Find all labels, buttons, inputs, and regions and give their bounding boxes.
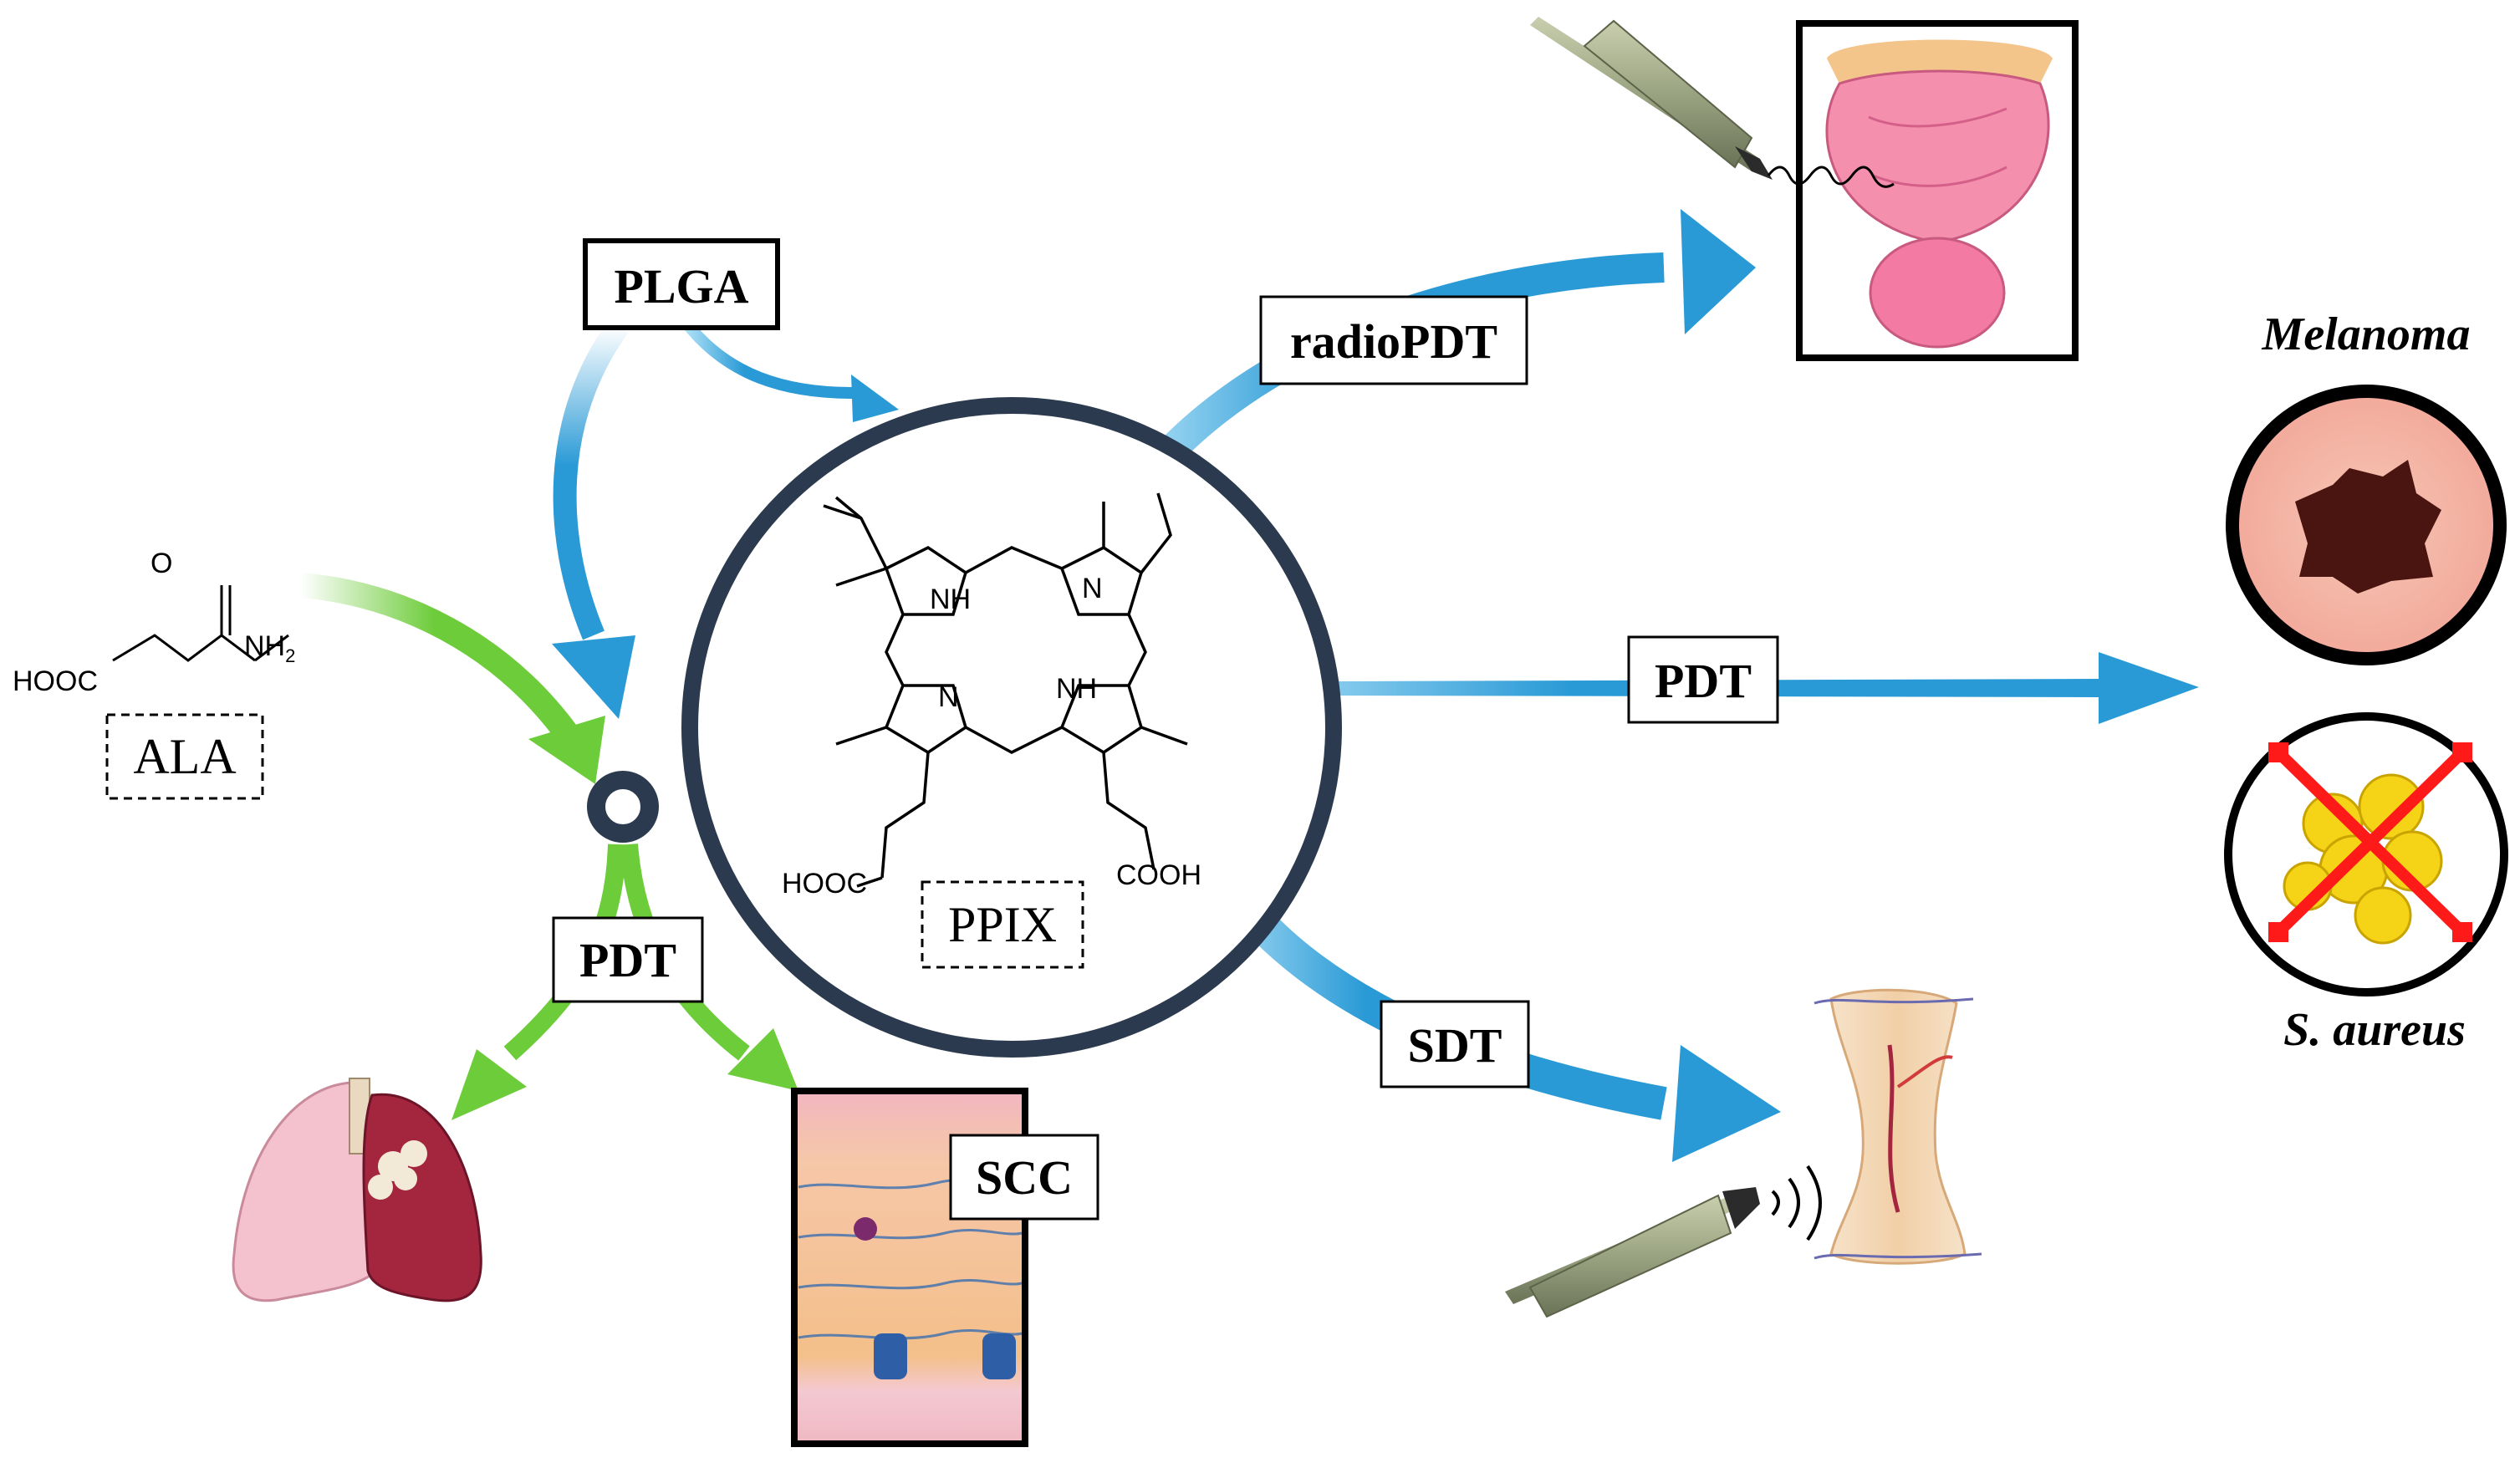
scc-label-box: SCC: [949, 1134, 1099, 1221]
ppix-hooc: HOOC: [782, 868, 867, 900]
ppix-label: PPIX: [948, 897, 1057, 952]
plga-label: PLGA: [614, 259, 748, 313]
nanoparticle-ring: [587, 771, 659, 843]
sdt-label: SDT: [1408, 1018, 1502, 1073]
ppix-structure: [823, 492, 1188, 888]
ppix-ring: [681, 397, 1342, 1058]
pdt-left-label: PDT: [579, 933, 676, 987]
lungs-illustration: [232, 1078, 482, 1302]
s-aureus-illustration: [2224, 712, 2508, 997]
s-aureus-title: S. aureus: [2283, 1004, 2466, 1056]
bone-illustration: [1813, 988, 1982, 1265]
bladder-illustration: [1796, 20, 2079, 361]
blue-arrow-plga-to-ala: [552, 319, 635, 719]
ala-oxygen: O: [150, 548, 172, 579]
ala-label-box: ALA: [105, 713, 264, 800]
ppix-label-box: PPIX: [921, 880, 1084, 969]
blue-arrow-plga-to-ppix: [681, 318, 899, 422]
ppix-n-top: N: [1082, 573, 1103, 604]
ppix-cooh: COOH: [1116, 859, 1201, 891]
radiopdt-label: radioPDT: [1290, 314, 1497, 369]
radiation-probe-icon: [1530, 17, 1895, 188]
ala-hooc: HOOC: [13, 665, 98, 697]
pdt-main-label: PDT: [1655, 654, 1752, 708]
radiopdt-label-box: radioPDT: [1259, 295, 1528, 385]
ppix-nh-top: NH: [930, 584, 971, 615]
melanoma-title: Melanoma: [2262, 308, 2471, 360]
pdt-left-label-box: PDT: [552, 916, 704, 1003]
ala-nh2: NH2: [244, 630, 295, 666]
plga-label-box: PLGA: [583, 238, 780, 330]
scc-label: SCC: [976, 1150, 1073, 1205]
ultrasound-probe-icon: [1505, 1165, 1822, 1318]
ppix-nh-bottom: NH: [1056, 673, 1097, 705]
melanoma-illustration: [2226, 385, 2507, 665]
ala-label: ALA: [133, 729, 236, 784]
ala-molecule: [112, 585, 289, 662]
pdt-main-label-box: PDT: [1627, 635, 1779, 724]
green-arrow-ala: [288, 573, 605, 784]
ppix-n-bottom: N: [938, 681, 959, 713]
sdt-label-box: SDT: [1380, 1000, 1530, 1088]
